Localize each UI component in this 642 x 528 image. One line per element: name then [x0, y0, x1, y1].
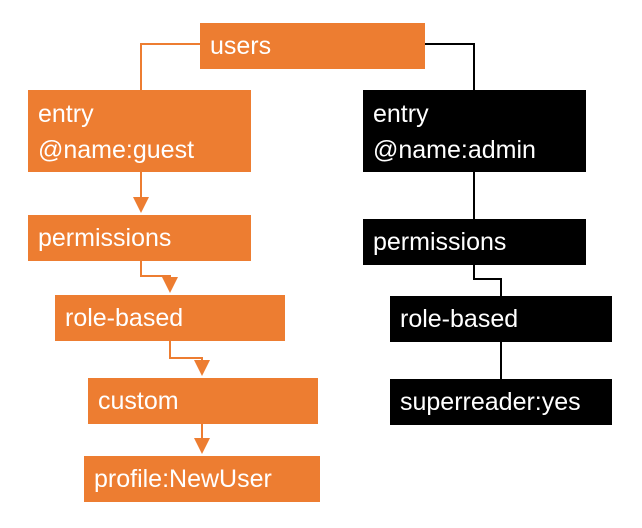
node-guest-profile-label: profile:NewUser — [94, 465, 272, 493]
node-guest-profile: profile:NewUser — [84, 456, 320, 502]
node-guest-role-based: role-based — [55, 295, 285, 341]
node-guest-custom: custom — [88, 378, 318, 424]
node-admin-role-based-label: role-based — [400, 305, 519, 333]
node-guest-custom-label: custom — [98, 387, 179, 415]
node-guest-entry: entry @name:guest — [28, 90, 251, 172]
node-admin-entry: entry @name:admin — [363, 90, 586, 172]
node-guest-permissions: permissions — [28, 215, 251, 261]
node-admin-permissions: permissions — [363, 219, 586, 265]
node-admin-permissions-label: permissions — [373, 228, 507, 256]
node-admin-superreader-label: superreader:yes — [400, 388, 581, 416]
node-admin-superreader: superreader:yes — [390, 379, 612, 425]
connector-users-to-admin-entry — [425, 43, 475, 90]
node-guest-entry-line2: @name:guest — [38, 136, 195, 164]
node-admin-entry-line2: @name:admin — [373, 136, 536, 164]
node-admin-entry-line1: entry — [373, 100, 429, 128]
node-users: users — [200, 23, 425, 69]
connector-guest-role-based-to-custom — [169, 341, 210, 376]
node-guest-permissions-label: permissions — [38, 224, 172, 252]
connector-guest-permissions-to-role-based — [140, 261, 178, 293]
connector-admin-permissions-to-role-based — [473, 265, 502, 296]
node-guest-role-based-label: role-based — [65, 304, 184, 332]
connector-users-to-guest-entry — [140, 43, 200, 90]
node-users-label: users — [210, 32, 272, 60]
node-guest-entry-line1: entry — [38, 100, 94, 128]
node-admin-role-based: role-based — [390, 296, 612, 342]
